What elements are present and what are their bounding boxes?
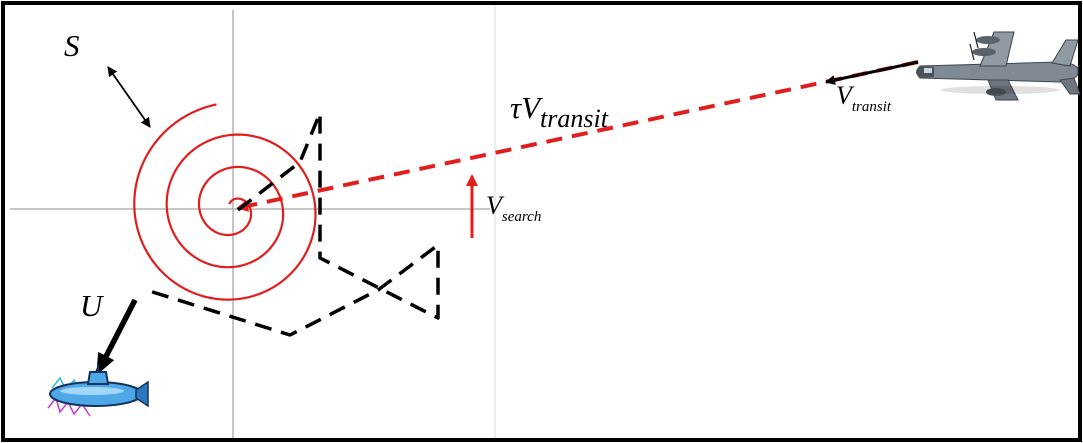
spacing-label: S: [64, 28, 80, 63]
transit-velocity-label: Vtransit: [836, 81, 892, 115]
search-velocity-label: Vsearch: [486, 191, 541, 225]
search-velocity-sub: search: [502, 209, 541, 225]
tau-transit-sub: transit: [540, 104, 609, 133]
inset-box-border: [494, 2, 1081, 441]
target-speed-label: U: [80, 288, 105, 323]
spacing-arrow: [107, 66, 151, 128]
submarine-icon: [47, 364, 149, 417]
search-velocity-main: V: [486, 191, 505, 220]
spiral-search-path: [133, 103, 317, 301]
target-velocity-arrow: [95, 298, 138, 376]
target-track: [142, 111, 440, 337]
transit-velocity-arrow: [825, 60, 919, 85]
transit-velocity-sub: transit: [852, 99, 892, 115]
transit-velocity-main: V: [836, 81, 855, 110]
tau-transit-main: V: [521, 90, 543, 125]
transit-path: [236, 60, 919, 212]
aircraft-icon: [916, 31, 1081, 101]
tau-symbol: τ: [510, 90, 523, 125]
tau-transit-label: τVtransit: [510, 90, 609, 133]
axes: [10, 10, 490, 438]
